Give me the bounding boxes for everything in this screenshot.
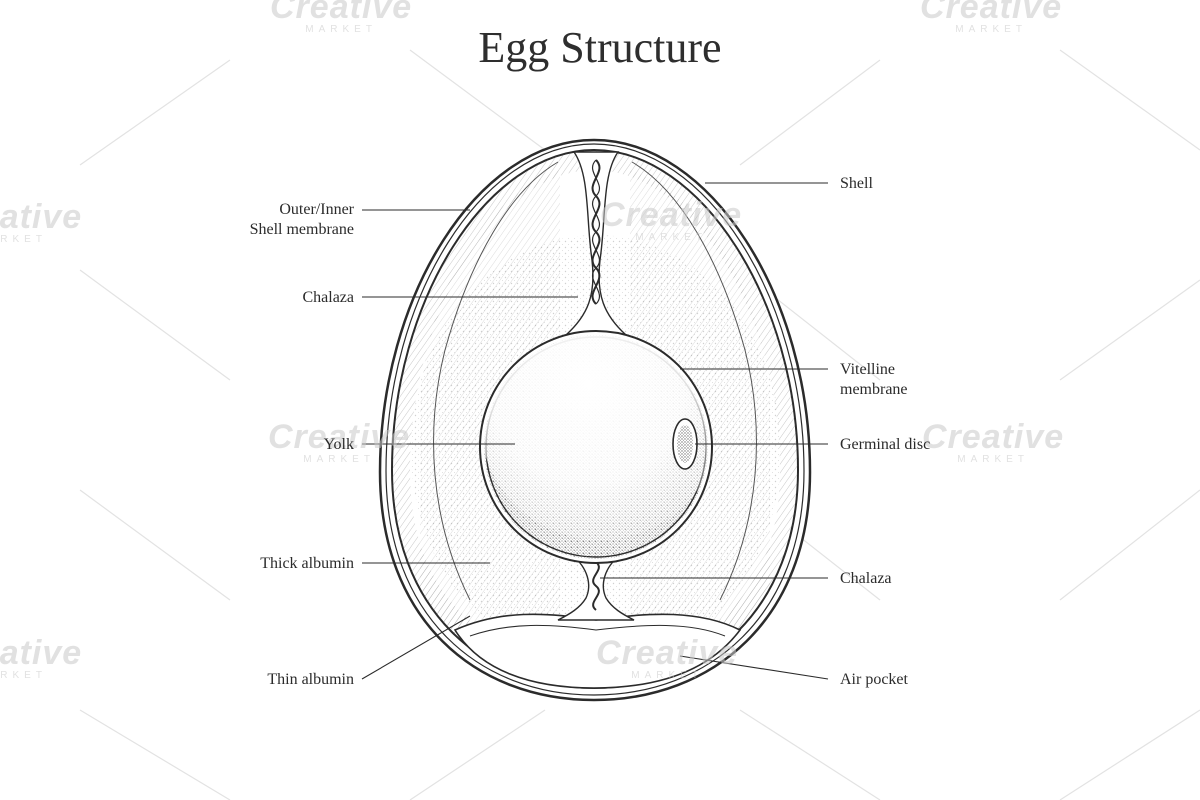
label-germinal-disc: Germinal disc bbox=[840, 436, 931, 453]
watermark: Creative MARKET bbox=[0, 200, 82, 246]
label-outer-inner-shell-membrane: Outer/Inner Shell membrane bbox=[220, 200, 354, 240]
label-outer-inner-line2: Shell membrane bbox=[249, 221, 354, 238]
watermark: Creative MARKET bbox=[596, 636, 738, 682]
watermark-brand: Creative bbox=[920, 0, 1063, 26]
label-thick-albumin: Thick albumin bbox=[260, 555, 354, 572]
label-outer-inner-line1: Outer/Inner bbox=[279, 201, 354, 218]
label-air-pocket: Air pocket bbox=[840, 671, 908, 688]
watermark-sub: MARKET bbox=[305, 24, 377, 35]
label-thin-albumin: Thin albumin bbox=[267, 671, 354, 688]
watermark-brand: Creative bbox=[922, 418, 1065, 456]
watermark-sub: MARKET bbox=[0, 670, 47, 681]
watermark-sub: MARKET bbox=[303, 454, 375, 465]
label-chalaza-bottom: Chalaza bbox=[840, 570, 892, 587]
label-yolk: Yolk bbox=[323, 436, 354, 453]
watermark-sub: MARKET bbox=[0, 234, 47, 245]
watermark-brand: Creative bbox=[0, 198, 83, 236]
watermark-sub: MARKET bbox=[635, 232, 707, 243]
germinal-disc bbox=[672, 418, 698, 470]
yolk bbox=[479, 330, 713, 564]
watermark: Creative MARKET bbox=[268, 420, 410, 466]
watermark-brand: Creative bbox=[596, 634, 739, 672]
watermark: Creative MARKET bbox=[0, 636, 82, 682]
watermark-brand: Creative bbox=[270, 0, 413, 26]
label-chalaza-top: Chalaza bbox=[302, 289, 354, 306]
watermark-sub: MARKET bbox=[631, 670, 703, 681]
label-shell: Shell bbox=[840, 175, 873, 192]
thick-albumin-boundary-right bbox=[631, 161, 757, 601]
label-vitelline-line2: membrane bbox=[840, 381, 908, 398]
watermark: Creative MARKET bbox=[922, 420, 1064, 466]
watermark-sub: MARKET bbox=[957, 454, 1029, 465]
page-title: Egg Structure bbox=[478, 23, 722, 72]
watermark-brand: Creative bbox=[600, 196, 743, 234]
air-pocket bbox=[453, 613, 742, 689]
label-vitelline-line1: Vitelline bbox=[840, 361, 896, 378]
shell-membrane-outer bbox=[385, 143, 805, 696]
watermark: Creative MARKET bbox=[270, 0, 412, 36]
leader-lines bbox=[361, 182, 829, 680]
watermark-sub: MARKET bbox=[955, 24, 1027, 35]
label-vitelline-membrane: Vitelline membrane bbox=[840, 360, 908, 400]
watermark-brand: Creative bbox=[268, 418, 411, 456]
watermark-brand: Creative bbox=[0, 634, 83, 672]
chalaza-bottom bbox=[557, 554, 635, 621]
watermark: Creative MARKET bbox=[600, 198, 742, 244]
thick-albumin-boundary-left bbox=[433, 161, 559, 601]
watermark: Creative MARKET bbox=[920, 0, 1062, 36]
